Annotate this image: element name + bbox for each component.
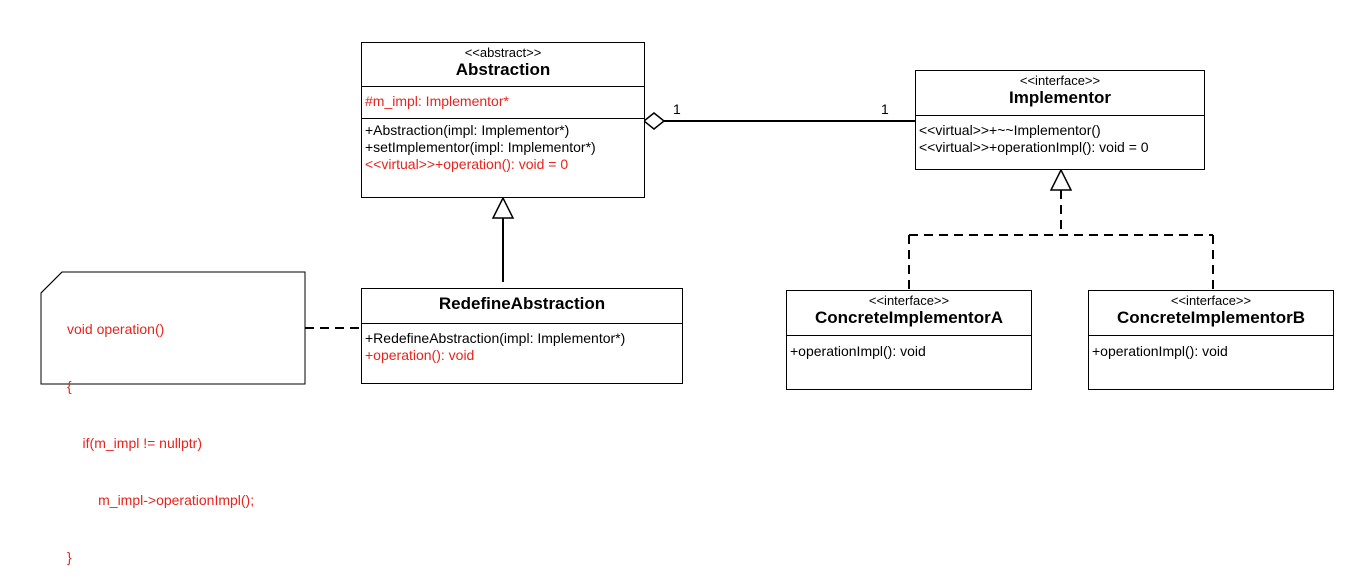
method: +operationImpl(): void <box>1092 343 1228 359</box>
note-line: m_impl->operationImpl(); <box>67 492 255 508</box>
class-redefine-abstraction[interactable]: RedefineAbstraction +RedefineAbstraction… <box>361 288 683 384</box>
method: +operation(): void <box>365 347 475 363</box>
note-line: { <box>67 378 72 394</box>
attribute-m-impl: #m_impl: Implementor* <box>365 93 509 109</box>
class-methods: +operationImpl(): void <box>1089 335 1333 363</box>
class-name: Implementor <box>1008 88 1112 107</box>
class-stereotype: <<interface>> <box>1170 293 1252 308</box>
class-name: ConcreteImplementorB <box>1117 308 1305 327</box>
class-concrete-implementor-a[interactable]: <<interface>> ConcreteImplementorA +oper… <box>786 290 1032 390</box>
method: <<virtual>>+operation(): void = 0 <box>365 156 569 172</box>
method: +operationImpl(): void <box>790 343 926 359</box>
method: <<virtual>>+operationImpl(): void = 0 <box>919 139 1149 155</box>
method: +Abstraction(impl: Implementor*) <box>365 122 570 138</box>
class-methods: +RedefineAbstraction(impl: Implementor*)… <box>362 323 682 367</box>
note-line: } <box>67 549 72 565</box>
generalization-arrowhead <box>491 196 515 219</box>
note-line: if(m_impl != nullptr) <box>67 435 202 451</box>
class-attributes: #m_impl: Implementor* <box>362 86 644 118</box>
multiplicity-right: 1 <box>881 101 889 117</box>
method: +setImplementor(impl: Implementor*) <box>365 139 596 155</box>
class-stereotype: <<interface>> <box>1019 73 1101 88</box>
note-line: void operation() <box>67 321 165 337</box>
class-stereotype: <<interface>> <box>868 293 950 308</box>
realization-lines <box>908 190 1214 289</box>
class-name: Abstraction <box>455 60 551 79</box>
method: +RedefineAbstraction(impl: Implementor*) <box>365 330 626 346</box>
diagram-connectors: 1 1 <box>40 101 1214 385</box>
class-concrete-implementor-b[interactable]: <<interface>> ConcreteImplementorB +oper… <box>1088 290 1334 390</box>
multiplicity-left: 1 <box>673 101 681 117</box>
class-methods: +operationImpl(): void <box>787 335 1031 363</box>
class-name: ConcreteImplementorA <box>815 308 1003 327</box>
class-methods: <<virtual>>+~~Implementor() <<virtual>>+… <box>916 115 1204 159</box>
aggregation-diamond <box>642 112 666 130</box>
realization-arrowhead <box>1049 168 1073 191</box>
class-abstraction[interactable]: <<abstract>> Abstraction #m_impl: Implem… <box>361 42 645 198</box>
note-fold <box>40 271 63 294</box>
note-code: void operation() { if(m_impl != nullptr)… <box>67 282 254 586</box>
class-implementor[interactable]: <<interface>> Implementor <<virtual>>+~~… <box>915 70 1205 170</box>
class-stereotype: <<abstract>> <box>464 45 542 60</box>
class-methods: +Abstraction(impl: Implementor*) +setImp… <box>362 118 644 176</box>
class-name: RedefineAbstraction <box>438 294 606 313</box>
method: <<virtual>>+~~Implementor() <box>919 122 1101 138</box>
